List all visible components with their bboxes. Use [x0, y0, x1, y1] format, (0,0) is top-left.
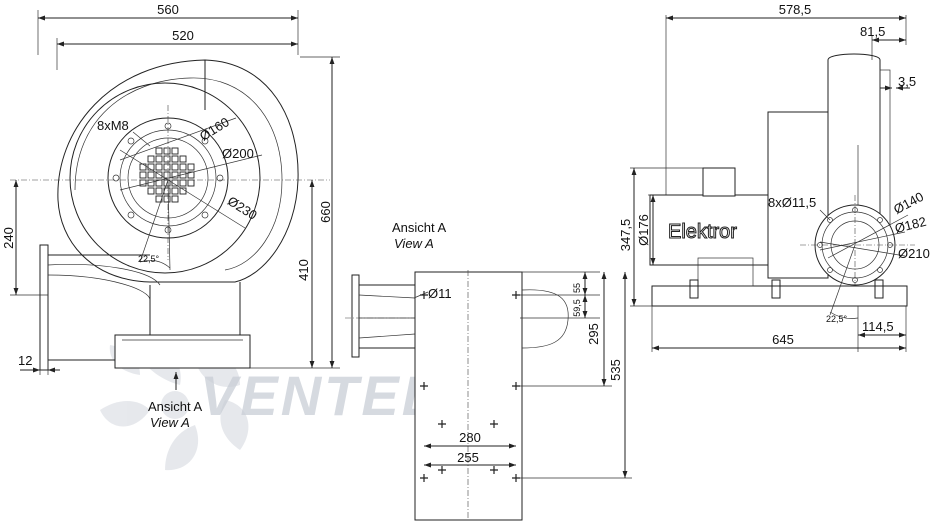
dim-dia-176: Ø176 — [636, 214, 651, 246]
outlet-flange — [39, 244, 49, 371]
view-a-title-en: View A — [394, 236, 434, 251]
dim-flange-12: 12 — [18, 353, 32, 368]
motor-foot — [697, 257, 754, 287]
label-bolts-8x11-5: 8xØ11,5 — [768, 195, 816, 210]
housing-ring — [69, 82, 261, 274]
motor-body — [649, 194, 769, 266]
view-a-title-de: Ansicht A — [392, 220, 447, 235]
view-a: Ansicht A View A Ø11 55 59,5 — [345, 220, 632, 521]
view-a-holes — [420, 291, 520, 482]
view-a-label-en: View A — [150, 415, 190, 430]
bolt-holes — [112, 122, 224, 234]
dim-280: 280 — [459, 430, 481, 445]
dim-55: 55 — [572, 283, 582, 293]
dim-255: 255 — [457, 450, 479, 465]
dim-width-520: 520 — [172, 28, 194, 43]
dim-height-240: 240 — [1, 227, 16, 249]
dim-59-5: 59,5 — [572, 299, 582, 317]
dim-295: 295 — [586, 323, 601, 345]
inlet-grid — [139, 147, 195, 203]
label-angle-22-5: 22,5° — [138, 254, 160, 264]
view-a-flange — [351, 274, 360, 358]
label-angle-side: 22,5° — [826, 314, 848, 324]
watermark: VENTEL — [100, 344, 439, 471]
dim-535: 535 — [608, 359, 623, 381]
side-view: 578,5 81,5 3,5 Elektror — [618, 2, 930, 352]
dim-width-560: 560 — [157, 2, 179, 17]
dim-114-5: 114,5 — [862, 319, 894, 334]
dim-3-5: 3,5 — [898, 74, 916, 89]
outlet-bolt-holes — [817, 207, 893, 283]
dim-dia-140: Ø140 — [891, 189, 926, 217]
label-bolts-8xm8: 8xM8 — [97, 118, 129, 133]
dim-length-578-5: 578,5 — [779, 2, 812, 17]
dim-base-645: 645 — [772, 332, 794, 347]
dim-dia-182: Ø182 — [893, 214, 927, 236]
dim-height-410: 410 — [296, 259, 311, 281]
dim-dia-210: Ø210 — [898, 246, 930, 261]
dim-height-660: 660 — [318, 201, 333, 223]
view-a-label-de: Ansicht A — [148, 399, 203, 414]
watermark-text: VENTEL — [200, 364, 439, 427]
dim-dia-200: Ø200 — [222, 146, 254, 161]
dim-81-5: 81,5 — [860, 24, 885, 39]
terminal-box — [702, 167, 736, 197]
view-a-base-plate — [414, 271, 523, 521]
front-view: 560 520 — [1, 2, 340, 430]
fan-housing — [57, 59, 299, 283]
brand-elektror: Elektror — [668, 221, 737, 243]
dim-hole-11: Ø11 — [428, 286, 452, 301]
pedestal-base — [114, 334, 251, 369]
dim-347-5: 347,5 — [618, 219, 633, 252]
